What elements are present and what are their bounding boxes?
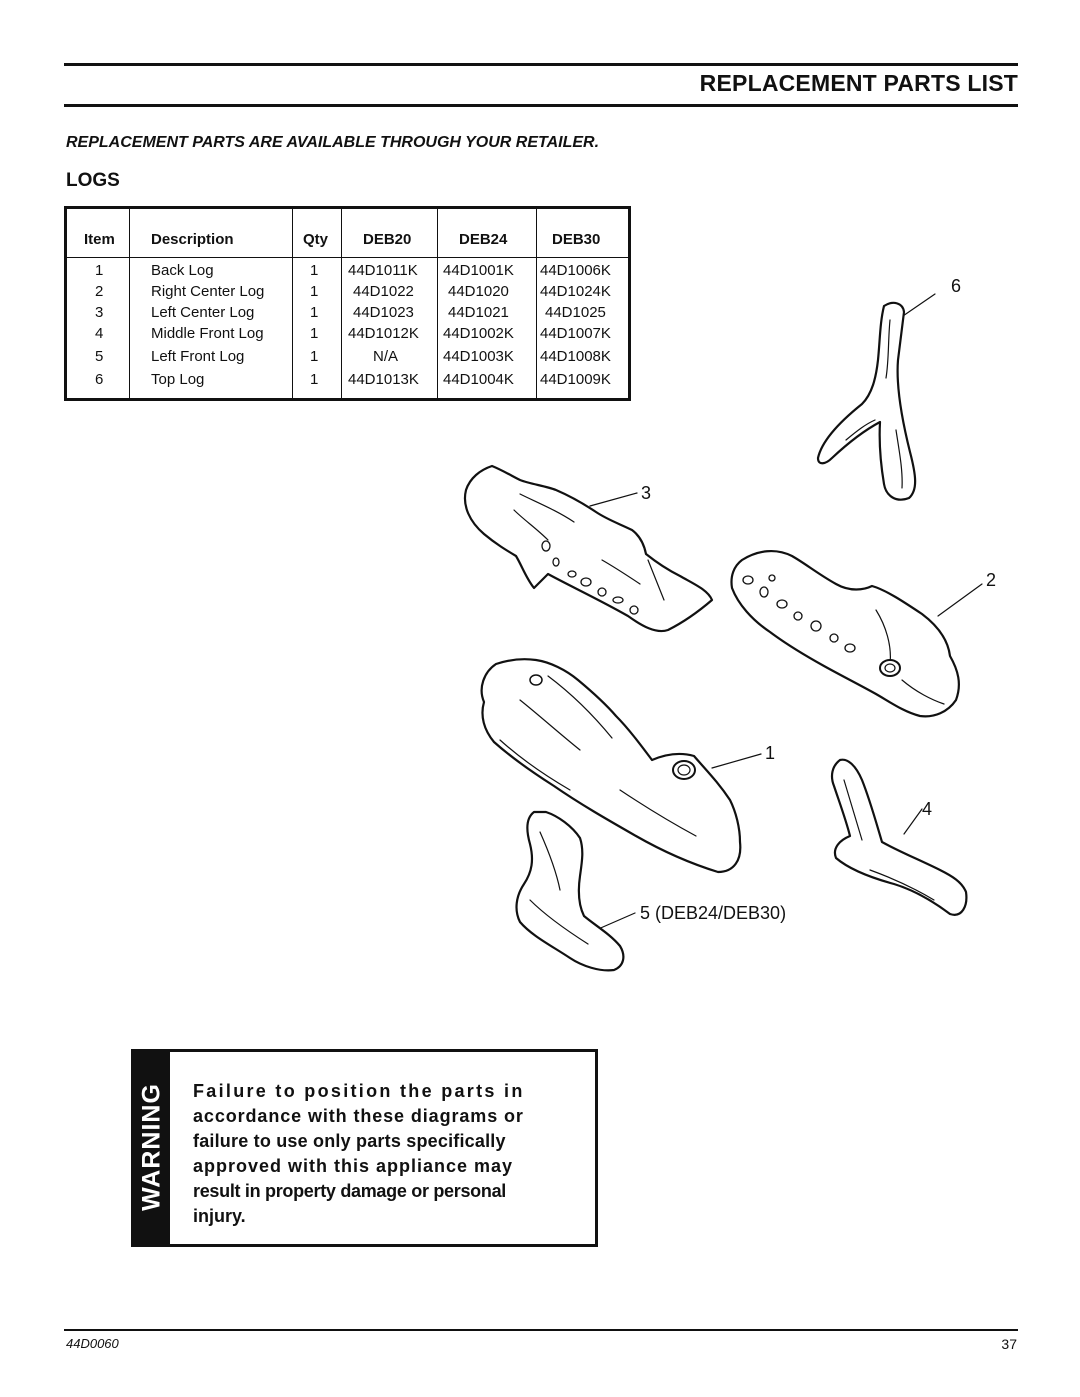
warning-text-line: accordance with these diagrams or [193, 1106, 524, 1126]
header-item: Item [84, 231, 115, 248]
page-title: REPLACEMENT PARTS LIST [699, 70, 1018, 96]
warning-text-line: Failure to position the parts in [193, 1081, 525, 1101]
header-description: Description [151, 231, 234, 248]
warning-text-line: injury. [193, 1206, 246, 1226]
table-cell: 1 [95, 262, 104, 279]
table-cell: 44D1008K [540, 348, 611, 365]
header-deb30: DEB30 [552, 231, 601, 248]
table-cell: 44D1009K [540, 371, 611, 388]
table-cell: 1 [310, 262, 319, 279]
left-front-log-drawing [515, 810, 625, 972]
table-cell: 44D1012K [348, 325, 419, 342]
warning-box: WARNING Failure to position the parts in… [131, 1049, 598, 1247]
warning-text-line: approved with this appliance may [193, 1156, 514, 1176]
callout-back-log: 1 [765, 743, 776, 763]
warning-text-line: result in property damage or personal [193, 1181, 506, 1201]
table-cell: 44D1004K [443, 371, 514, 388]
table-cell: Back Log [151, 262, 214, 279]
header-top-rule [64, 63, 1018, 66]
table-cell: 1 [310, 304, 319, 321]
warning-band: WARNING [134, 1052, 170, 1244]
top-log-drawing [816, 301, 917, 501]
parts-table: Item Description Qty DEB20 DEB24 DEB30 1… [64, 206, 631, 401]
warning-text-line: failure to use only parts specifically [193, 1131, 506, 1151]
middle-front-log-drawing [830, 758, 968, 916]
table-cell: 5 [95, 348, 104, 365]
table-cell: 44D1024K [540, 283, 611, 300]
table-cell: 6 [95, 371, 104, 388]
table-cell: 44D1021 [448, 304, 509, 321]
document-code: 44D0060 [66, 1336, 119, 1351]
table-cell: Top Log [151, 371, 205, 388]
header-bottom-rule [64, 104, 1018, 107]
warning-label: WARNING [137, 1083, 166, 1211]
header-deb20: DEB20 [363, 231, 412, 248]
table-cell: 44D1001K [443, 262, 514, 279]
table-cell: 44D1007K [540, 325, 611, 342]
table-cell: Right Center Log [151, 283, 265, 300]
header-qty: Qty [303, 231, 329, 248]
page-number: 37 [1001, 1336, 1017, 1352]
table-cell: 44D1020 [448, 283, 509, 300]
table-cell: Middle Front Log [151, 325, 264, 342]
table-cell: 44D1025 [545, 304, 606, 321]
callout-right-center-log: 2 [986, 570, 997, 590]
table-cell: 1 [310, 371, 319, 388]
table-cell: 44D1011K [348, 262, 418, 279]
callout-left-front-log: 5 (DEB24/DEB30) [640, 903, 787, 923]
table-cell: 44D1022 [353, 283, 414, 300]
callout-left-center-log: 3 [641, 483, 652, 503]
table-cell: 44D1023 [353, 304, 414, 321]
footer-rule [64, 1329, 1018, 1331]
table-cell: 1 [310, 283, 319, 300]
left-center-log-drawing [463, 464, 714, 633]
right-center-log-drawing [730, 550, 960, 718]
table-cell: 1 [310, 348, 319, 365]
table-cell: 3 [95, 304, 104, 321]
table-cell: 44D1003K [443, 348, 514, 365]
callout-middle-front-log: 4 [922, 799, 933, 819]
table-cell: Left Center Log [151, 304, 255, 321]
section-heading-logs: LOGS [66, 170, 120, 191]
table-cell: 44D1013K [348, 371, 419, 388]
availability-note: REPLACEMENT PARTS ARE AVAILABLE THROUGH … [66, 134, 600, 151]
table-cell: 44D1002K [443, 325, 514, 342]
table-cell: 2 [95, 283, 104, 300]
table-cell: 1 [310, 325, 319, 342]
leader-lines [589, 293, 983, 931]
table-cell: 44D1006K [540, 262, 611, 279]
header-deb24: DEB24 [459, 231, 508, 248]
table-cell: N/A [373, 348, 399, 365]
table-cell: Left Front Log [151, 348, 245, 365]
callout-top-log: 6 [951, 276, 962, 296]
table-cell: 4 [95, 325, 104, 342]
back-log-drawing [480, 658, 742, 874]
